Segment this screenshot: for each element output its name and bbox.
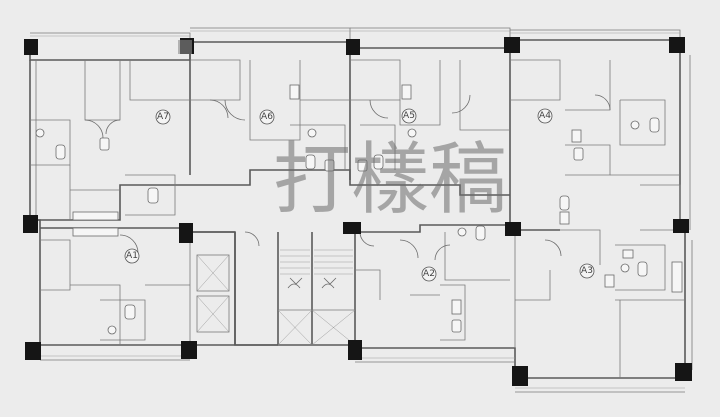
column — [24, 39, 38, 55]
hatched-shaft — [178, 40, 192, 54]
unit-label-text: A3 — [581, 266, 593, 276]
unit-label-text: A2 — [423, 269, 435, 279]
unit-labels: A7 A6 A5 A4 A1 A2 A3 — [124, 108, 595, 282]
unit-label-text: A4 — [539, 111, 551, 121]
unit-label-a1: A1 — [124, 248, 140, 264]
stair-treads — [280, 249, 353, 289]
column — [505, 222, 521, 236]
column — [673, 219, 689, 233]
column — [25, 342, 41, 360]
unit-label-text: A5 — [403, 111, 415, 121]
column — [512, 366, 528, 386]
column — [343, 222, 361, 234]
column — [675, 363, 692, 381]
unit-label-text: A6 — [261, 112, 273, 122]
unit-label-a3: A3 — [579, 263, 595, 279]
unit-label-text: A7 — [157, 112, 169, 122]
door-swings — [84, 94, 611, 261]
column — [23, 215, 38, 233]
unit-label-a4: A4 — [537, 108, 553, 124]
column — [504, 37, 520, 53]
unit-label-a7: A7 — [155, 109, 171, 125]
column — [179, 223, 193, 243]
unit-label-a6: A6 — [259, 109, 275, 125]
unit-label-a5: A5 — [401, 108, 417, 124]
column — [181, 341, 197, 359]
column — [348, 340, 362, 360]
unit-label-text: A1 — [126, 251, 138, 261]
column — [669, 37, 685, 53]
watermark: 打樣稿 — [273, 135, 507, 225]
unit-label-a2: A2 — [421, 266, 437, 282]
fixtures — [35, 84, 683, 335]
column — [346, 39, 360, 55]
